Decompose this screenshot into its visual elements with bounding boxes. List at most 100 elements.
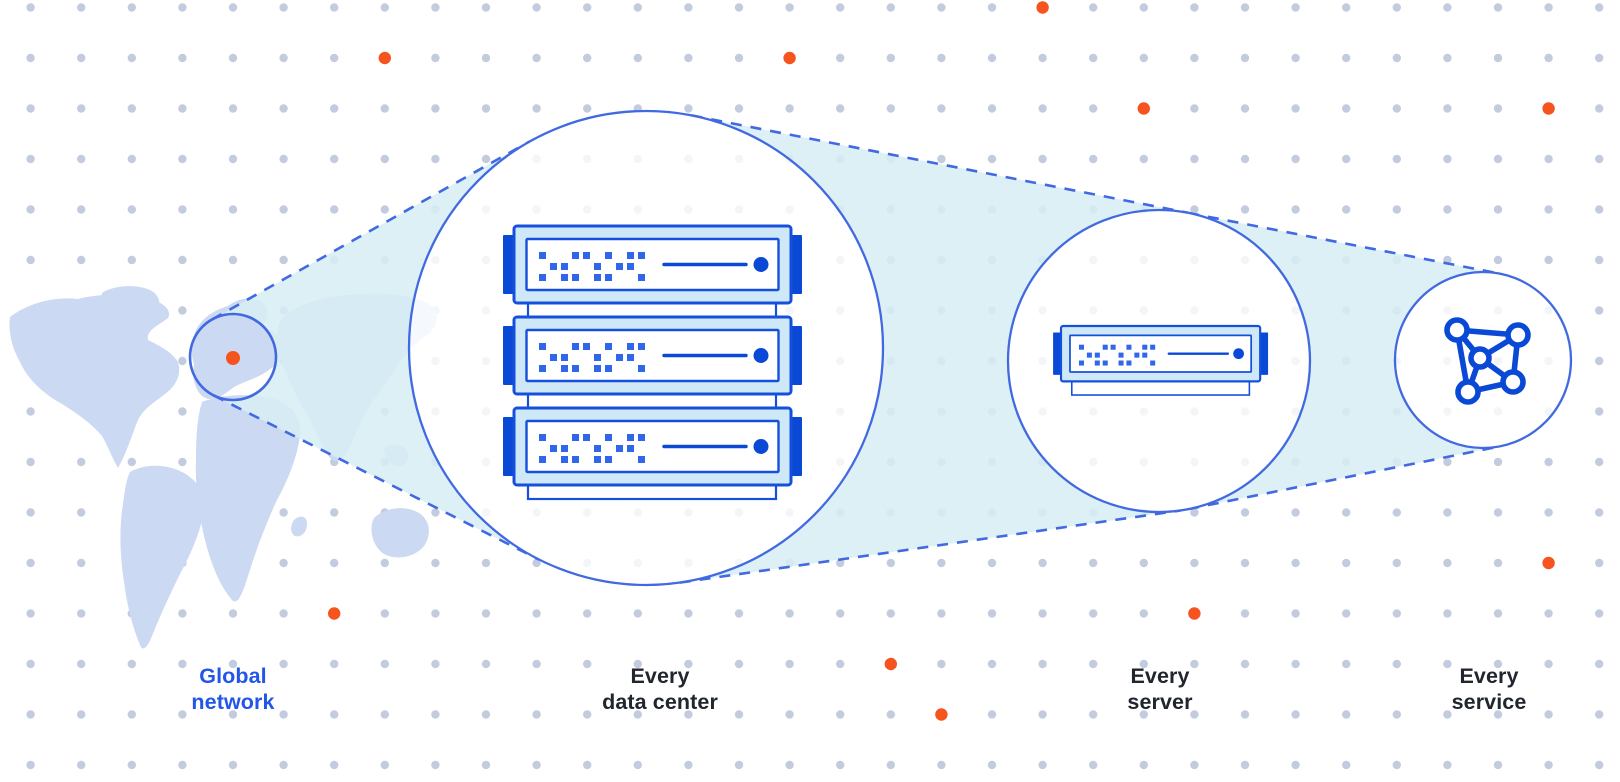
grid-dot [26,53,35,63]
grid-dot [26,205,35,214]
location-marker-icon [226,351,240,365]
grid-dot [1443,104,1452,113]
grid-dot [1190,659,1199,669]
grid-dot [1240,3,1250,12]
grid-dot [178,255,187,265]
grid-dot [785,609,794,618]
grid-dot [785,659,794,669]
grid-dot [26,659,35,669]
grid-dot [1544,609,1553,618]
grid-dot [734,609,744,618]
grid-dot [1139,659,1149,669]
continent-africa [195,395,301,602]
grid-dot [1291,3,1300,12]
grid-dot [1544,659,1553,669]
label-line: data center [602,690,718,714]
grid-dot [1240,659,1250,669]
grid-dot [1089,659,1098,669]
grid-dot [1190,710,1199,719]
grid-dot [127,659,136,669]
grid-dot [1544,710,1553,719]
grid-dot [1443,154,1452,164]
grid-dot [886,609,895,618]
grid-dot [1139,3,1149,12]
grid-dot [1595,3,1604,12]
grid-dot [77,558,86,568]
grid-dot [431,104,440,113]
grid-dot [1190,154,1199,164]
grid-dot [1139,609,1149,618]
grid-dot [1342,154,1351,164]
grid-dot [987,760,997,770]
grid-dot [1038,659,1047,669]
grid-dot [26,558,35,568]
grid-dot [178,53,187,63]
grid-dot [1089,760,1098,770]
grid-dot [532,53,541,63]
grid-dot [987,104,997,113]
grid-dot [178,609,187,618]
grid-dot [1240,154,1250,164]
grid-dot [937,3,946,12]
grid-dot [836,104,845,113]
label-line: Every [1130,664,1190,688]
grid-dot [785,760,794,770]
network-graph-icon [1444,317,1531,405]
grid-dot [1493,508,1503,517]
grid-dot [228,659,238,669]
grid-dot [127,760,136,770]
grid-dot [987,3,997,12]
grid-dot [431,3,440,12]
grid-dot [77,508,86,517]
grid-dot [1392,508,1402,517]
grid-dot [26,457,35,467]
grid-dot [1139,154,1149,164]
grid-dot [26,3,35,12]
label-line: Every [630,664,690,688]
grid-dot [633,3,642,12]
grid-dot [77,760,86,770]
grid-dot-orange [783,51,796,65]
continent-north-america [9,294,180,468]
grid-dot [178,3,187,12]
label-every-service: Every service [1349,663,1620,715]
grid-dot [1342,710,1351,719]
grid-dot [1595,205,1604,214]
grid-dot [987,154,997,164]
grid-dot [431,53,440,63]
grid-dot [987,609,997,618]
grid-dot [1493,710,1503,719]
grid-dot [1544,255,1553,265]
grid-dot [77,457,86,467]
grid-dot [178,760,187,770]
funnel-datacenter-to-server [679,115,1189,583]
grid-dot [1190,104,1199,113]
grid-dot [1342,609,1351,618]
grid-dot [127,154,136,164]
server-rack-icon [501,224,804,501]
grid-dot [532,659,541,669]
grid-dot [1190,760,1199,770]
grid-dot [77,255,86,265]
grid-dot [481,104,491,113]
service-group [1393,270,1573,450]
grid-dot [1493,457,1503,467]
grid-dot [1493,205,1503,214]
grid-dot [1240,760,1250,770]
grid-dot [1089,710,1098,719]
grid-dot [583,609,592,618]
grid-dot [279,255,288,265]
grid-dot-orange [935,708,948,721]
grid-dot [380,659,389,669]
grid-dot [330,558,339,568]
grid-dot [836,760,845,770]
grid-dot [1443,53,1452,63]
grid-dot [431,508,440,517]
grid-dot [1493,558,1503,568]
grid-dot [481,659,491,669]
grid-dot-orange [884,657,897,671]
grid-dot [633,710,642,719]
grid-dot [734,760,744,770]
island-madagascar [291,516,307,537]
grid-dot [1595,154,1604,164]
